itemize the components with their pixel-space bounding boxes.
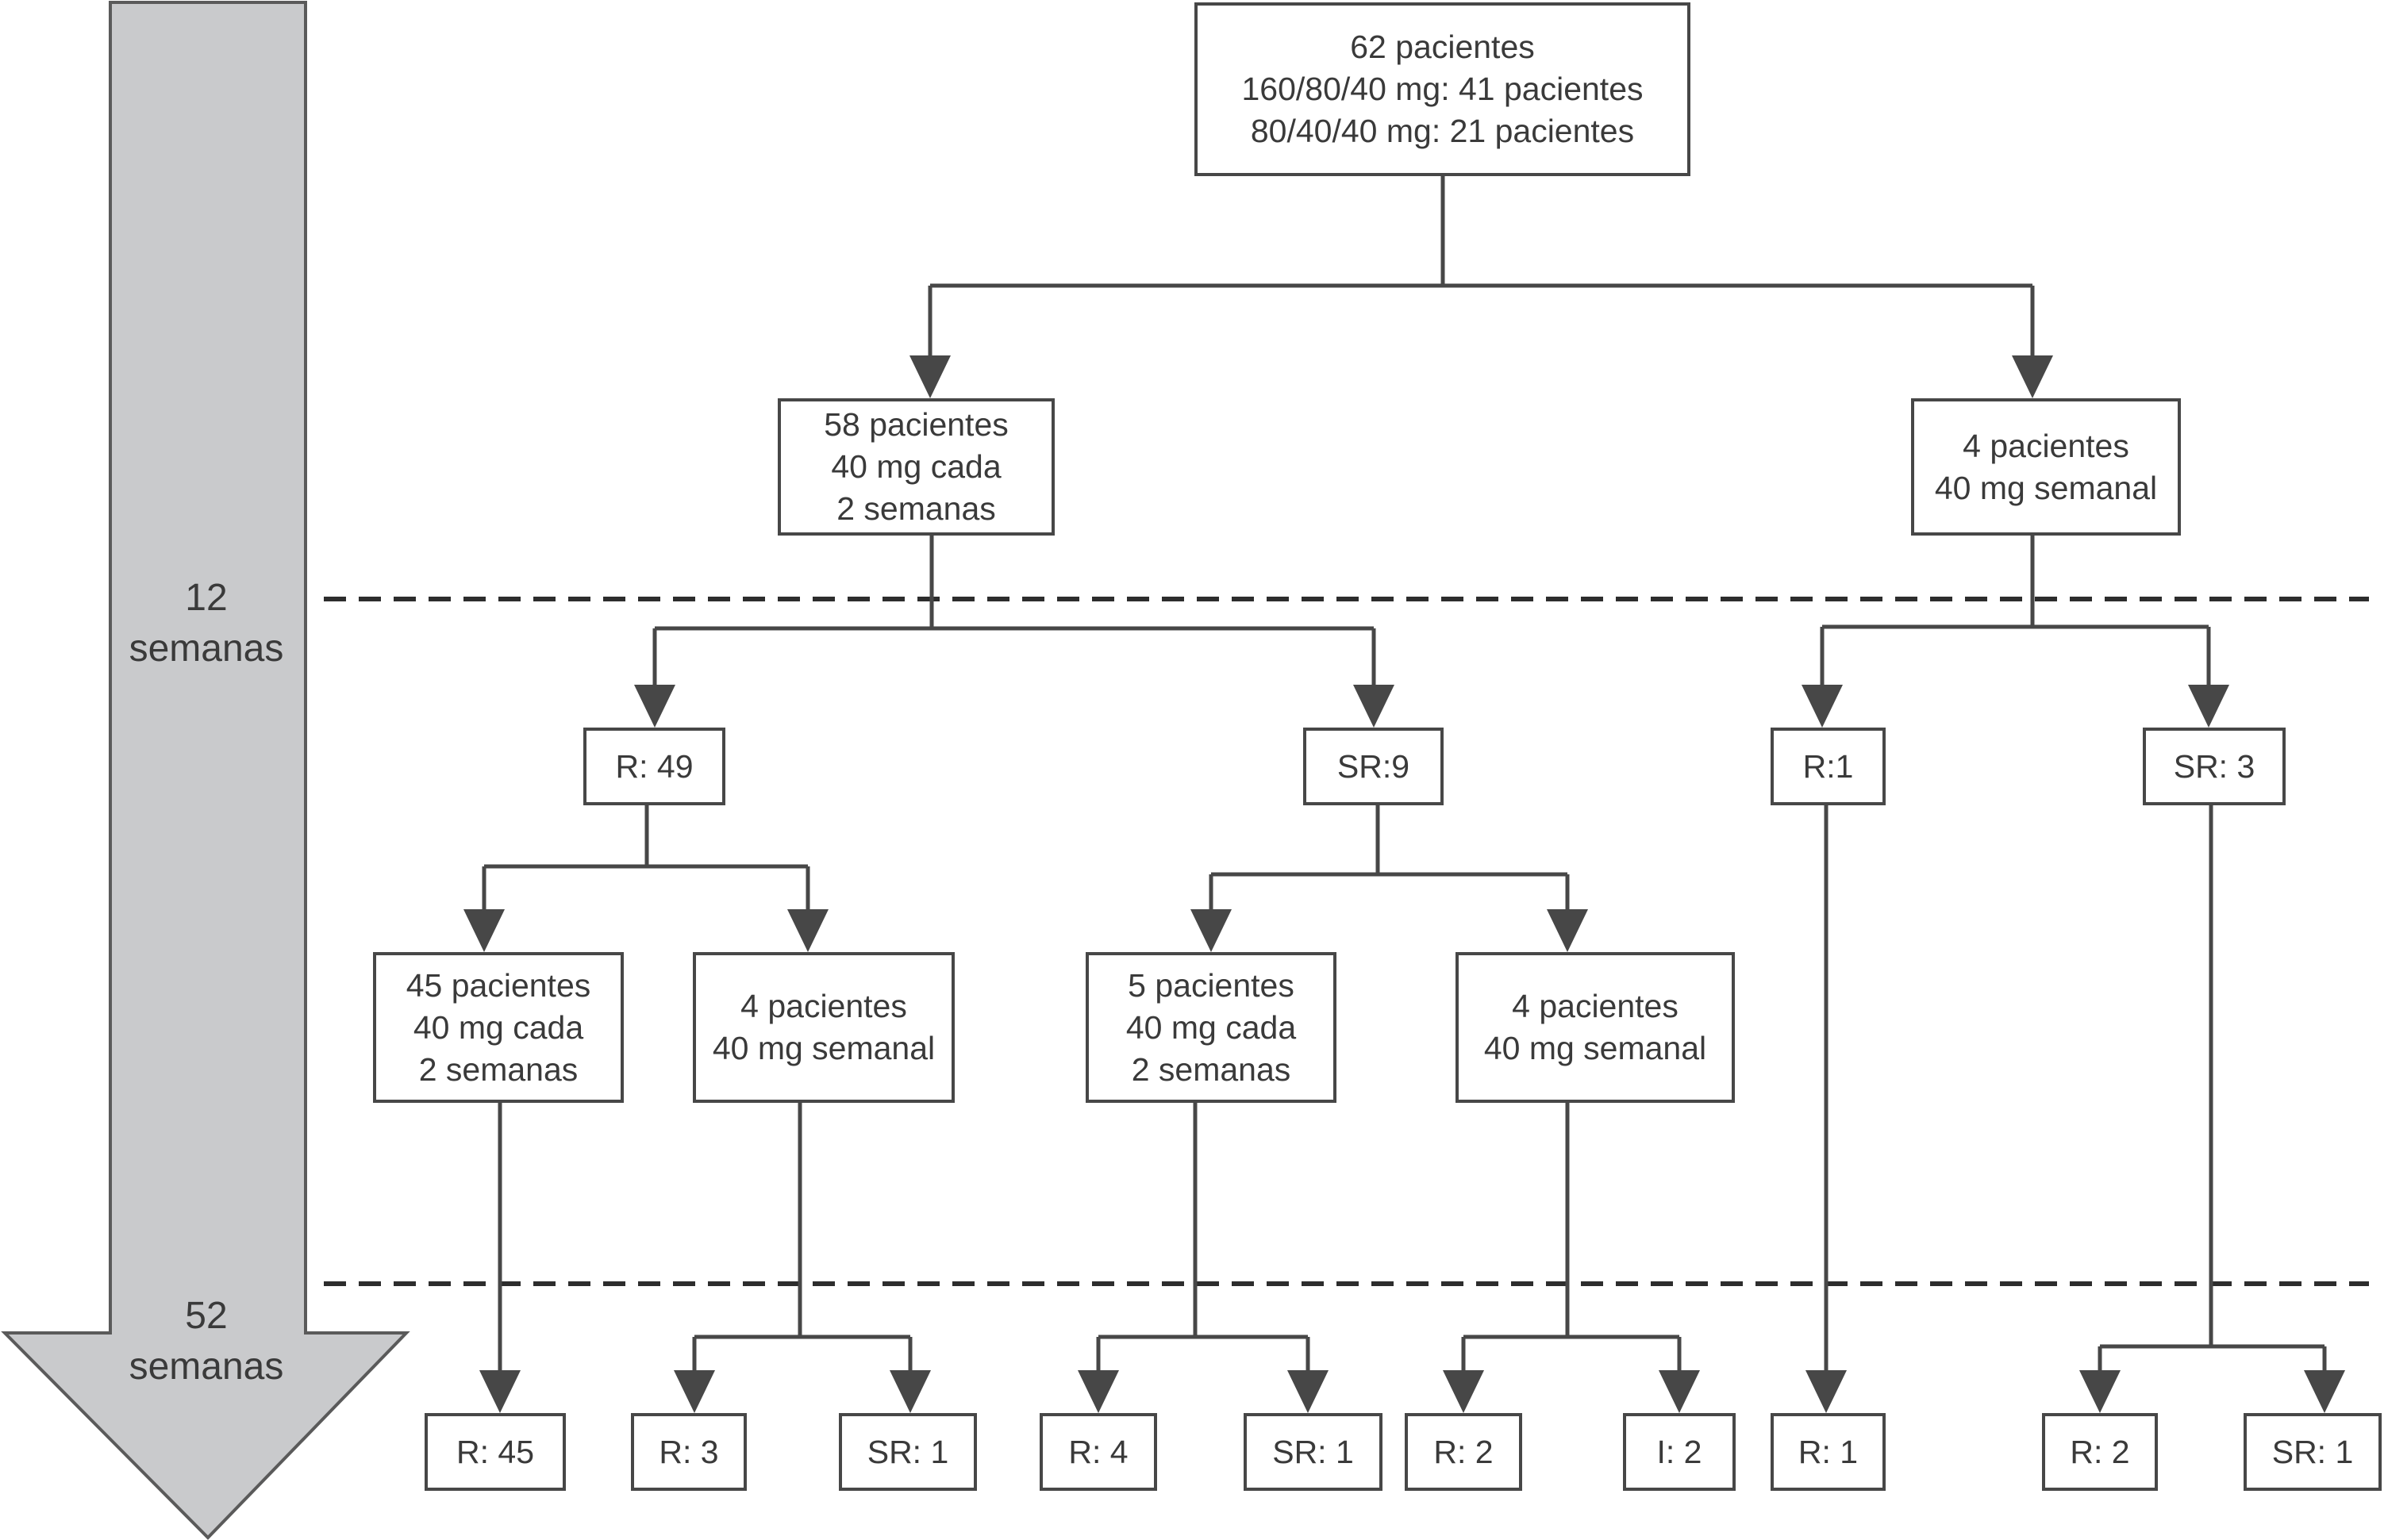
timeline-label-12-number: 12 [185,577,228,619]
node-sr3: SR: 3 [2143,728,2286,805]
node-line: R:1 [1802,747,1854,785]
timeline-label-52-unit: semanas [129,1346,284,1388]
node-line: R: 2 [1433,1433,1494,1470]
node-outcome-sr1-a: SR: 1 [839,1413,977,1491]
node-line: 160/80/40 mg: 41 pacientes [1241,71,1644,107]
node-outcome-sr1-b: SR: 1 [1244,1413,1382,1491]
node-line: 4 pacientes [740,988,907,1024]
node-sr9-biweekly: 5 pacientes 40 mg cada 2 semanas [1086,952,1336,1103]
node-line: 62 pacientes [1350,29,1535,65]
timeline-label-12-unit: semanas [129,628,284,670]
timeline-label-12-weeks: 12 semanas [127,573,286,674]
node-line: R: 45 [456,1433,534,1470]
arrowhead [479,1370,521,1413]
node-line: 40 mg cada [831,448,1002,485]
node-line: 2 semanas [1131,1050,1291,1088]
arrowhead [2188,685,2229,728]
node-outcome-sr1-c: SR: 1 [2244,1413,2382,1491]
arrowhead [674,1370,715,1413]
arrowhead [1659,1370,1700,1413]
timeline-arrow [1,1,410,1540]
node-line: 4 pacientes [1963,427,2129,464]
node-line: R: 49 [615,747,694,785]
node-line: R: 1 [1798,1433,1859,1470]
node-line: SR: 1 [1272,1433,1354,1470]
node-outcome-r45: R: 45 [425,1413,566,1491]
node-line: 80/40/40 mg: 21 pacientes [1250,113,1635,149]
node-line: 40 mg semanal [1934,469,2158,506]
node-outcome-r1: R: 1 [1771,1413,1886,1491]
node-r49-weekly: 4 pacientes 40 mg semanal [693,952,955,1103]
node-line: R: 3 [659,1433,719,1470]
arrowhead [2304,1370,2345,1413]
node-r49: R: 49 [583,728,725,805]
node-r49-biweekly: 45 pacientes 40 mg cada 2 semanas [373,952,624,1103]
node-outcome-r2-a: R: 2 [1405,1413,1522,1491]
node-line: 40 mg cada [413,1008,584,1046]
arrowhead [1190,909,1232,952]
arrowhead [634,685,675,728]
arrowhead [890,1370,931,1413]
arrowhead [1353,685,1394,728]
node-biweekly: 58 pacientes 40 mg cada 2 semanas [778,398,1055,536]
arrowhead [1443,1370,1484,1413]
arrowhead [909,355,951,398]
node-line: SR: 1 [867,1433,949,1470]
node-line: I: 2 [1656,1433,1702,1470]
arrowhead [463,909,505,952]
node-outcome-i2: I: 2 [1623,1413,1736,1491]
arrowhead [1547,909,1588,952]
arrowhead [2079,1370,2121,1413]
node-line: SR:9 [1336,747,1410,785]
node-outcome-r3: R: 3 [631,1413,747,1491]
node-weekly: 4 pacientes 40 mg semanal [1911,398,2181,536]
node-outcome-r4: R: 4 [1040,1413,1157,1491]
timeline-label-52-number: 52 [185,1295,228,1337]
node-line: 2 semanas [418,1050,579,1088]
node-line: 4 pacientes [1512,988,1679,1024]
node-outcome-r2-b: R: 2 [2042,1413,2158,1491]
node-line: 2 semanas [836,490,996,527]
arrowhead [1802,685,1843,728]
node-line: 40 mg cada [1125,1008,1297,1046]
node-line: SR: 1 [2271,1433,2354,1470]
node-root: 62 pacientes 160/80/40 mg: 41 pacientes … [1194,2,1690,176]
node-line: 40 mg semanal [1483,1030,1707,1066]
arrowhead [2012,355,2053,398]
arrowhead [1287,1370,1329,1413]
timeline-label-52-weeks: 52 semanas [127,1291,286,1392]
node-sr9: SR:9 [1303,728,1444,805]
node-line: SR: 3 [2173,747,2255,785]
node-line: R: 4 [1068,1433,1129,1470]
arrowhead [787,909,829,952]
node-r1-12w: R:1 [1771,728,1886,805]
arrowhead [1078,1370,1119,1413]
node-line: 58 pacientes [824,406,1009,443]
node-line: R: 2 [2070,1433,2130,1470]
arrowhead [1805,1370,1847,1413]
node-sr9-weekly: 4 pacientes 40 mg semanal [1455,952,1735,1103]
node-line: 5 pacientes [1128,966,1294,1004]
node-line: 45 pacientes [406,966,591,1004]
node-line: 40 mg semanal [712,1030,936,1066]
